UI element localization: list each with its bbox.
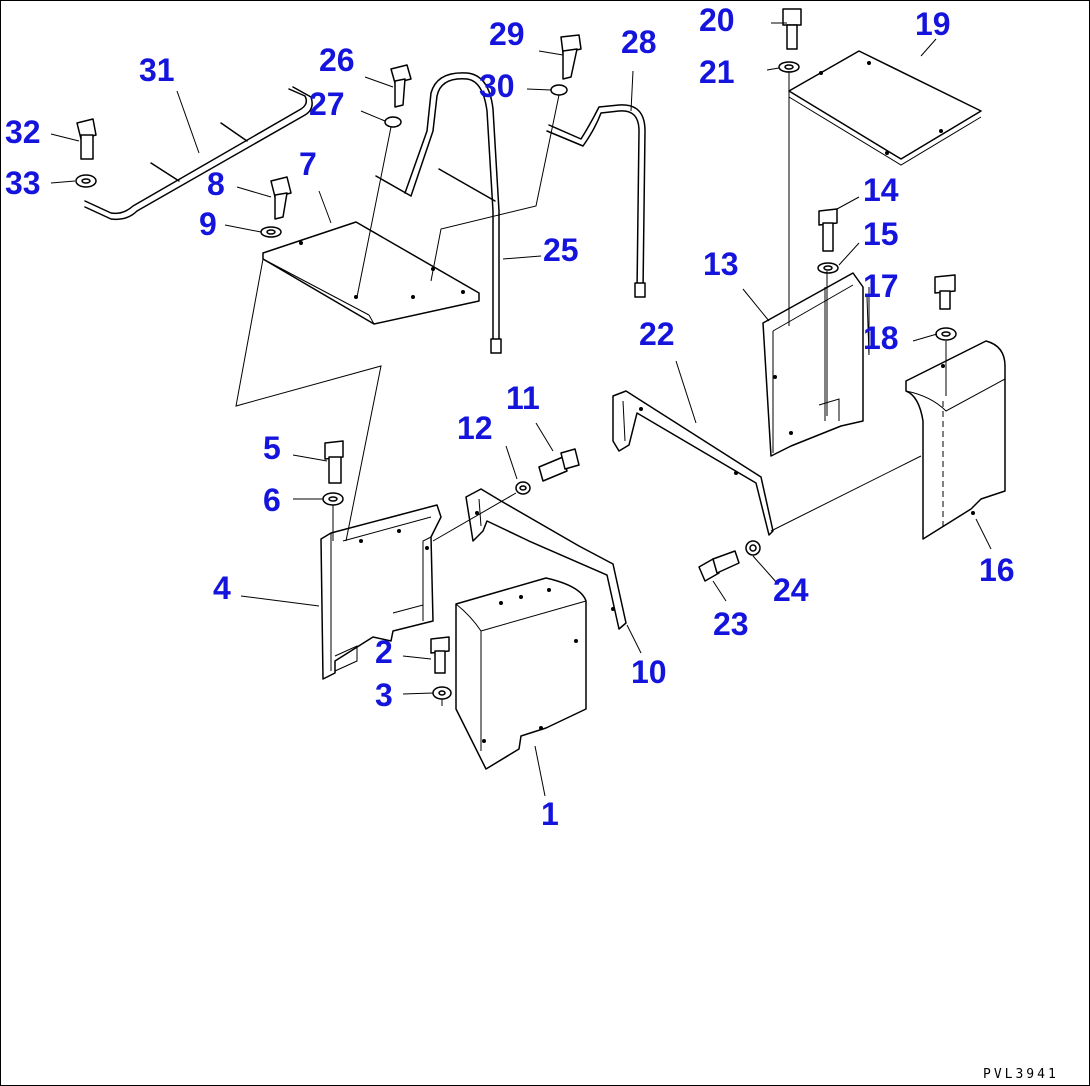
callout-32: 32 [5,114,41,150]
bolt-26 [390,64,412,108]
part-19-top-plate [788,50,982,166]
bolt-29 [560,34,582,80]
callout-7: 7 [299,146,317,182]
part-16-side-cover [905,340,1006,540]
bolt-2 [430,636,450,674]
callout-14: 14 [863,172,899,208]
callout-18: 18 [863,320,899,356]
callout-12: 12 [457,410,493,446]
callout-19: 19 [915,6,951,42]
bolt-5 [324,440,344,484]
callout-10: 10 [631,654,667,690]
callout-29: 29 [489,16,525,52]
callout-labels: 1 2 3 4 5 6 7 8 9 10 11 12 13 14 15 16 1… [5,2,1015,832]
callout-3: 3 [375,677,393,713]
callout-8: 8 [207,166,225,202]
callout-28: 28 [621,24,657,60]
washer-30 [550,84,568,96]
callout-33: 33 [5,165,41,201]
washer-33 [75,174,97,188]
callout-6: 6 [263,482,281,518]
bolt-23 [698,550,740,582]
washer-18 [935,327,957,341]
bolt-32 [76,118,97,160]
bolt-14 [818,208,838,252]
callout-16: 16 [979,552,1015,588]
callout-20: 20 [699,2,735,38]
part-7-plate [262,221,480,325]
bolt-8 [270,176,292,220]
callout-30: 30 [479,68,515,104]
washer-6 [322,492,344,506]
callout-13: 13 [703,246,739,282]
bolt-17 [934,274,956,310]
callout-11: 11 [506,380,540,416]
part-22-frame [612,390,774,536]
washer-3 [432,686,452,700]
part-31-rail [84,86,313,221]
callout-15: 15 [863,216,899,252]
callout-1: 1 [541,796,559,832]
washer-12 [515,481,531,495]
callout-24: 24 [773,572,809,608]
callout-27: 27 [309,86,345,122]
callout-21: 21 [699,54,735,90]
callout-23: 23 [713,606,749,642]
washer-24 [745,540,761,556]
part-25-handrail [375,72,502,354]
bolt-11 [538,448,580,482]
callout-4: 4 [213,570,231,606]
part-1-front-cover [455,577,587,770]
callout-17: 17 [863,268,899,304]
part-13-rear-panel [762,272,864,457]
callout-22: 22 [639,316,675,352]
callout-9: 9 [199,206,217,242]
part-10-bracket [465,488,627,630]
bolt-20 [782,8,802,50]
washer-27 [384,116,402,128]
washer-9 [260,226,282,238]
drawing-code: PVL3941 [983,1067,1059,1082]
leader-lines [50,22,992,797]
part-28-handrail [546,104,646,298]
callout-26: 26 [319,42,355,78]
part-4-side-panel [320,504,442,680]
washer-15 [817,262,839,274]
callout-31: 31 [139,52,175,88]
callout-2: 2 [375,634,393,670]
callout-25: 25 [543,232,579,268]
washer-21 [778,61,800,73]
callout-5: 5 [263,430,281,466]
